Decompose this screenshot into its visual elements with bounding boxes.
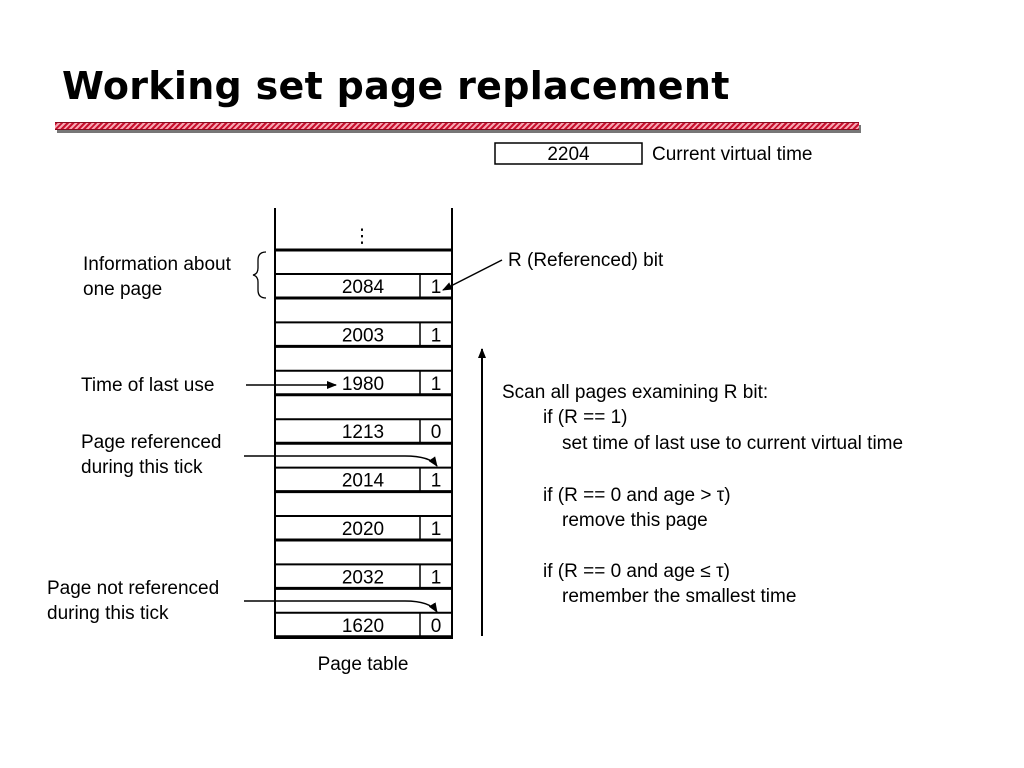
page-table-rows: 2084 1 2003 1 1980 1 1213 0 2014 1 2020 1 2032 1 1620 0	[275, 273, 452, 639]
algo-scan-line: Scan all pages examining R bit:	[502, 382, 768, 403]
page-r-bit-value: 1	[431, 277, 442, 298]
algo-set-time: set time of last use to current virtual …	[562, 433, 903, 454]
info-brace	[252, 251, 267, 299]
algo-remove-page: remove this page	[562, 510, 708, 531]
info-label-line1: Information about	[83, 254, 232, 275]
page-time-value: 2020	[342, 519, 384, 540]
r-bit-label: R (Referenced) bit	[508, 250, 664, 271]
page-time-value: 2032	[342, 567, 384, 588]
page-r-bit-value: 1	[431, 325, 442, 346]
page-time-value: 1620	[342, 616, 384, 637]
page-not-referenced-arrow	[244, 600, 438, 613]
page-time-value: 1980	[342, 374, 384, 395]
page-not-referenced-line2: during this tick	[47, 603, 169, 624]
algo-if-r0-gt: if (R == 0 and age > τ)	[543, 485, 731, 506]
page-time-value: 2014	[342, 471, 385, 492]
info-label-line2: one page	[83, 279, 162, 300]
page-time-value: 1213	[342, 422, 384, 443]
current-time-label: Current virtual time	[652, 144, 813, 165]
page-time-value: 2003	[342, 325, 384, 346]
page-referenced-arrow	[244, 455, 438, 467]
page-r-bit-value: 1	[431, 471, 442, 492]
algo-if-r1: if (R == 1)	[543, 407, 627, 428]
current-time-value: 2204	[547, 144, 590, 165]
page-r-bit-value: 1	[431, 567, 442, 588]
page-table-caption: Page table	[318, 654, 409, 675]
page-referenced-line2: during this tick	[81, 457, 203, 478]
page-r-bit-value: 0	[431, 616, 442, 637]
title-divider	[55, 122, 859, 130]
algo-if-r0-le: if (R == 0 and age ≤ τ)	[543, 561, 730, 582]
slide-title: Working set page replacement	[62, 64, 730, 108]
page-r-bit-value: 1	[431, 519, 442, 540]
page-referenced-line1: Page referenced	[81, 432, 222, 453]
table-ellipsis: ⋮	[353, 226, 372, 247]
current-time-box	[494, 142, 643, 165]
page-r-bit-value: 0	[431, 422, 442, 443]
page-r-bit-value: 1	[431, 374, 442, 395]
page-time-value: 2084	[342, 277, 385, 298]
algo-remember-smallest: remember the smallest time	[562, 586, 796, 607]
r-bit-arrow	[442, 259, 503, 291]
page-not-referenced-line1: Page not referenced	[47, 578, 219, 599]
time-of-last-use-label: Time of last use	[81, 375, 214, 396]
